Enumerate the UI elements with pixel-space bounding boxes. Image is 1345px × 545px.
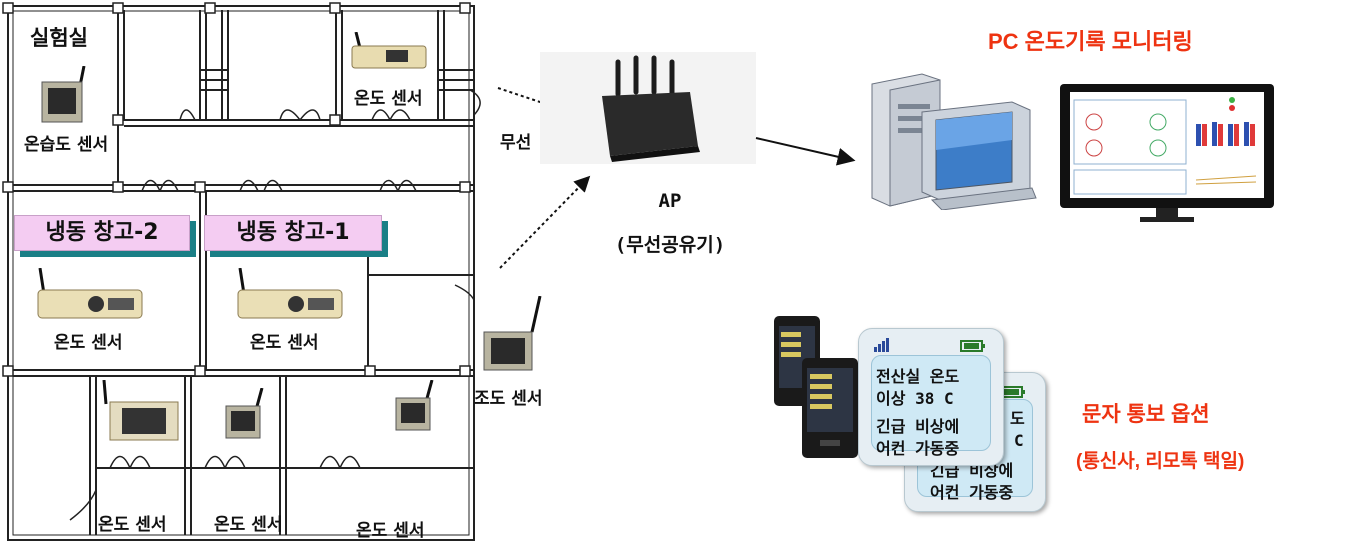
pc-title: PC 온도기록 모니터링: [988, 29, 1193, 54]
temp-sensor-bottom-2-icon: [225, 388, 264, 439]
ap-router-icon: [540, 52, 756, 164]
temp-sensor-top-icon: [351, 32, 427, 69]
ap-sub-label: (무선공유기): [614, 234, 726, 256]
sms-front-line4: 어컨 가동중: [876, 439, 960, 458]
temp-sensor-mid-left-icon: [37, 268, 143, 319]
temp-sensor-top-label: 온도 센서: [354, 89, 423, 109]
freezer-1-banner: 냉동 창고-1: [204, 215, 382, 251]
sms-back-line1: 도: [1010, 409, 1025, 428]
monitoring-screen-icon: [1060, 84, 1274, 222]
floorplan-walls: [2, 2, 481, 541]
temp-sensor-bottom-1-label: 온도 센서: [98, 515, 167, 535]
ap-to-pc-arrow: [755, 137, 856, 166]
ap-label: AP: [658, 190, 682, 212]
sms-option-title: 문자 통보 옵션: [1082, 403, 1210, 426]
battery-icon: [960, 340, 985, 352]
signal-icon: [874, 338, 889, 352]
mobile-phones-icon: [774, 316, 858, 458]
sms-front-line3: 긴급 비상에: [876, 417, 960, 436]
temp-sensor-mid-left-label: 온도 센서: [54, 333, 123, 353]
temp-sensor-mid-right-icon: [237, 268, 343, 319]
freezer-2-banner: 냉동 창고-2: [14, 215, 190, 251]
temp-sensor-bottom-3-icon: [395, 380, 434, 431]
sms-back-line2: C: [1014, 431, 1024, 450]
illuminance-sensor-label: 조도 센서: [474, 389, 543, 409]
sms-front-line2: 이상 38 C: [876, 389, 954, 408]
lab-title: 실험실: [30, 26, 88, 50]
humidity-sensor-icon: [41, 66, 86, 123]
temp-sensor-bottom-1-icon: [102, 380, 179, 441]
humidity-sensor-label: 온습도 센서: [24, 135, 109, 155]
sms-option-sub: (통신사, 리모톡 택일): [1076, 451, 1245, 472]
wireless-label: 무선: [500, 133, 532, 153]
temp-sensor-bottom-3-label: 온도 센서: [356, 521, 425, 541]
sms-front-line1: 전산실 온도: [876, 367, 960, 386]
temp-sensor-mid-right-label: 온도 센서: [250, 333, 319, 353]
sms-back-line4: 어컨 가동중: [930, 483, 1014, 502]
pc-computer-icon: [871, 73, 1037, 210]
temp-sensor-bottom-2-label: 온도 센서: [214, 515, 283, 535]
illuminance-sensor-icon: [483, 296, 542, 371]
